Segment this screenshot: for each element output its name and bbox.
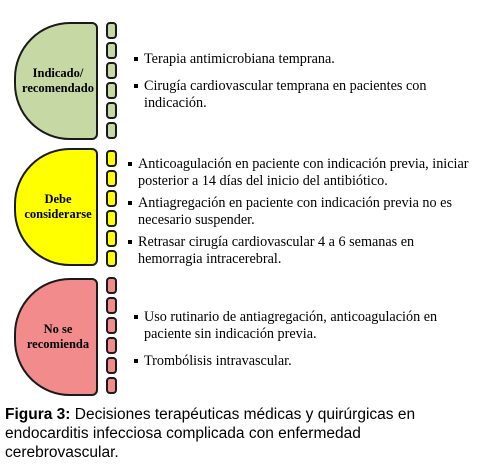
label-consider: Debe considerarse	[14, 148, 98, 266]
chain-link	[106, 317, 117, 334]
list-item: Anticoagulación en paciente con indicaci…	[128, 156, 474, 190]
label-not-recommended-text: No se recomienda	[26, 322, 90, 351]
list-item: Antiagregación en paciente con indicació…	[128, 195, 474, 229]
chain-link	[106, 170, 117, 187]
label-recommended: Indicado/ recomendado	[14, 22, 98, 140]
chain-link	[106, 210, 117, 227]
chain-link	[106, 277, 117, 294]
chain-link	[106, 357, 117, 374]
list-not-recommended: Uso rutinario de antiagregación, anticoa…	[134, 309, 474, 370]
chain-link	[106, 122, 117, 139]
caption-text: Decisiones terapéuticas médicas y quirúr…	[5, 406, 416, 461]
list-item: Trombólisis intravascular.	[134, 353, 474, 370]
figure-caption: Figura 3: Decisiones terapéuticas médica…	[5, 405, 477, 462]
chain-recommended	[106, 22, 120, 144]
chain-link	[106, 250, 117, 267]
chain-link	[106, 190, 117, 207]
chain-link	[106, 150, 117, 167]
list-item: Terapia antimicrobiana temprana.	[134, 51, 474, 68]
chain-link	[106, 102, 117, 119]
chain-consider	[106, 150, 120, 270]
list-recommended: Terapia antimicrobiana temprana. Cirugía…	[134, 51, 474, 112]
list-consider: Anticoagulación en paciente con indicaci…	[128, 156, 474, 268]
chain-link	[106, 230, 117, 247]
chain-link	[106, 82, 117, 99]
label-not-recommended: No se recomienda	[14, 278, 98, 396]
list-item: Cirugía cardiovascular temprana en pacie…	[134, 78, 474, 112]
chain-not-recommended	[106, 277, 120, 399]
label-recommended-text: Indicado/ recomendado	[22, 66, 94, 95]
chain-link	[106, 297, 117, 314]
chain-link	[106, 337, 117, 354]
list-item: Uso rutinario de antiagregación, anticoa…	[134, 309, 474, 343]
label-consider-text: Debe considerarse	[24, 192, 92, 221]
chain-link	[106, 42, 117, 59]
list-item: Retrasar cirugía cardiovascular 4 a 6 se…	[128, 234, 474, 268]
chain-link	[106, 377, 117, 394]
chain-link	[106, 62, 117, 79]
caption-prefix: Figura 3:	[5, 406, 71, 423]
chain-link	[106, 22, 117, 39]
